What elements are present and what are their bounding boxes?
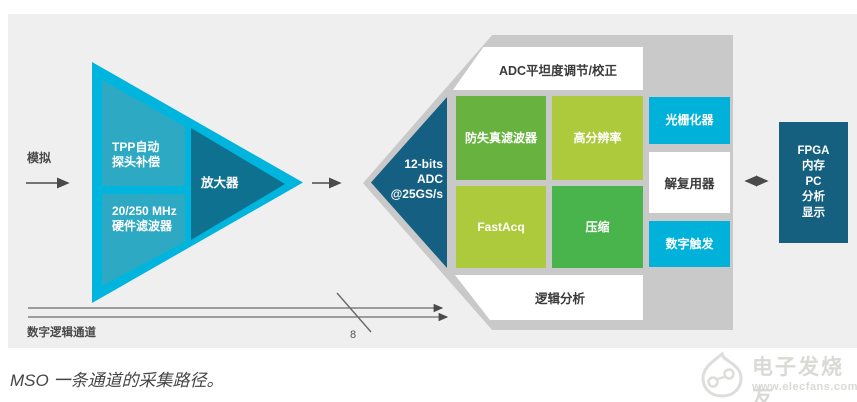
compression-box: 压缩	[552, 186, 643, 268]
watermark-site-name: 电子发烧友	[752, 356, 844, 402]
adc-flatness-box	[453, 47, 643, 90]
high-resolution-box: 高分辨率	[552, 96, 643, 180]
hardware-filter-label: 20/250 MHz 硬件滤波器	[112, 204, 177, 233]
watermark-site-url: www.elecfans.com	[752, 381, 857, 393]
fastacq-box: FastAcq	[456, 186, 546, 268]
rasterizer-box: 光栅化器	[649, 97, 730, 144]
digital-channels-label: 数字逻辑通道	[27, 327, 96, 339]
logic-analysis-label: 逻辑分析	[534, 292, 585, 306]
adc-label: 12-bits ADC @25GS/s	[390, 157, 443, 201]
amplifier-label: 放大器	[201, 176, 239, 190]
figure-caption: MSO 一条通道的采集路径。	[10, 371, 224, 390]
elecfans-logo-icon	[701, 351, 743, 398]
demultiplexer-box: 解复用器	[649, 152, 730, 213]
bus-width-label: 8	[350, 329, 357, 341]
analog-input-label: 模拟	[27, 151, 52, 165]
digital-trigger-box: 数字触发	[649, 221, 730, 267]
anti-aliasing-filter-box: 防失真滤波器	[456, 96, 546, 180]
logic-analysis-box	[455, 275, 643, 320]
tpp-compensation-label: TPP自动 探头补偿	[112, 140, 161, 169]
adc-flatness-label: ADC平坦度调节/校正	[498, 64, 618, 78]
fpga-output-label: FPGA 内存 PC 分析 显示	[797, 144, 830, 219]
fpga-output-box	[779, 122, 848, 243]
